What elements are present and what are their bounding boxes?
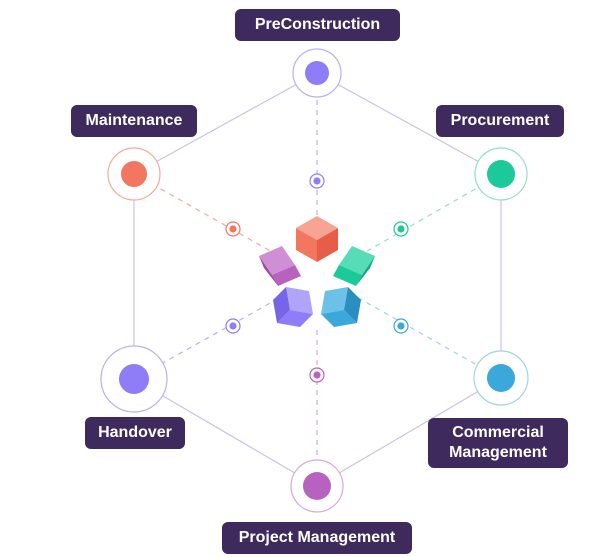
midpoint-nodes [225, 173, 409, 383]
hexagon-outline [133, 72, 502, 487]
label-procurement: Procurement [436, 105, 564, 137]
cube-coral [296, 216, 338, 262]
cube-green [333, 246, 375, 286]
spoke-maintenance [151, 183, 291, 263]
node-maintenance [107, 147, 161, 201]
spoke-handover [151, 291, 291, 370]
label-preconstruction: PreConstruction [235, 9, 400, 41]
spoke-commercial [347, 291, 485, 370]
label-commercial: Commercial Management [428, 418, 568, 468]
spokes [151, 90, 485, 470]
stage-nodes [100, 48, 529, 513]
midpoint-node-project [309, 367, 325, 383]
midpoint-node-preconstruction [309, 173, 325, 189]
edge-project-handover [133, 378, 318, 487]
spoke-procurement [347, 183, 485, 263]
cube-blue [321, 287, 361, 327]
edge-commercial-project [316, 377, 502, 487]
node-procurement [474, 147, 528, 201]
node-commercial [473, 350, 529, 406]
cube-purple [259, 246, 301, 286]
edge-maintenance-preconstruction [133, 72, 318, 175]
midpoint-node-procurement [393, 221, 409, 237]
cube-violet [273, 287, 313, 327]
central-cubes [259, 216, 375, 327]
label-maintenance: Maintenance [71, 105, 197, 137]
midpoint-node-maintenance [225, 221, 241, 237]
node-handover [100, 345, 168, 413]
node-preconstruction [292, 48, 342, 98]
midpoint-node-commercial [393, 318, 409, 334]
node-project [290, 459, 344, 513]
label-project: Project Management [222, 522, 412, 554]
midpoint-node-handover [225, 318, 241, 334]
edge-preconstruction-procurement [316, 72, 502, 175]
label-handover: Handover [85, 417, 185, 449]
